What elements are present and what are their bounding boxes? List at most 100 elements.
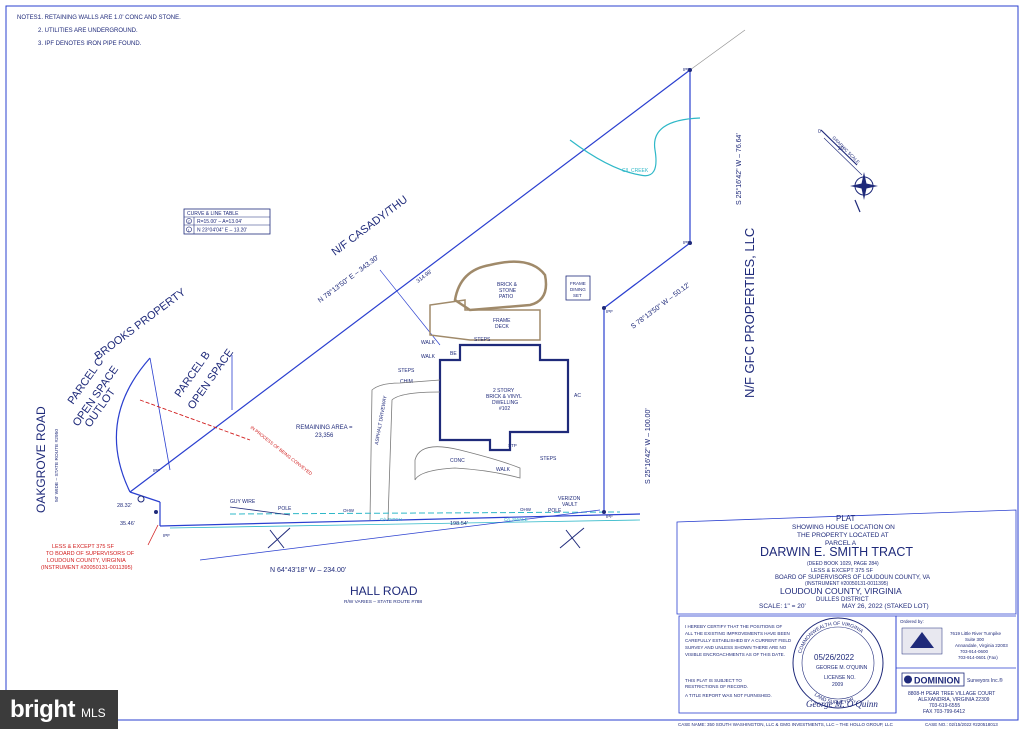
patio: BRICK & STONE PATIO [453,260,548,312]
parcel-red-note: IN PROCESS OF BEING CONVEYED [249,425,313,477]
seal-date: 05/26/2022 [814,653,855,662]
plat-label: THIS PLAT IS SUBJECT TO [685,678,742,683]
certification-block: I HEREBY CERTIFY THAT THE POSITIONS OF A… [678,615,1016,714]
plat-label: OHW [520,507,532,512]
plat-label: SET [573,293,582,298]
plat-label: SCALE: 1" = 20' [759,603,806,610]
gfc-label: N/F GFC PROPERTIES, LLC [742,228,757,398]
casady-label: N/F CASADY/THU [330,194,410,259]
plat-label: IPF [683,67,690,72]
plat-label: VAULT [562,502,577,508]
watermark-brand: bright [10,695,75,723]
plat-label: (INSTRUMENT #20050131-0011395) [41,565,133,571]
plat-label: ALL THE EXISTING IMPROVEMENTS HAVE BEEN [685,631,790,636]
plat-label: 2 STORY [493,388,515,394]
plat-label: RESTRICTIONS OF RECORD. [685,684,748,689]
plat-label: WALK [421,340,436,346]
plat-label: FAX 703-799-6412 [923,709,965,715]
plat-label: Suite 300 [965,637,985,642]
plat-label: STEPS [474,337,491,343]
plat-label: STP [508,443,517,448]
plat-label: DINING [570,287,586,292]
company-name: DOMINION [914,676,960,686]
tract-name: DARWIN E. SMITH TRACT [760,545,913,559]
plat-label: 703-914-0601 (Fax) [958,655,998,660]
bearing-north-sub: 314.98' [416,269,434,285]
plat-label: BRICK & [497,282,518,288]
bearing-east-low: S 25°16'42" W – 100.00' [644,408,652,484]
plat-label: ALEXANDRIA, VIRGINIA 22309 [918,697,990,703]
plat-label: DECK [495,324,510,330]
plat-label: LESS & EXCEPT 375 SF [52,544,115,550]
plat-label: LOUDOUN COUNTY, VIRGINIA [780,586,902,596]
plat-label: 198.54' [450,521,468,527]
plat-label: THE PROPERTY LOCATED AT [797,532,889,539]
plat-label: LESS & EXCEPT 375 SF [811,568,874,574]
curve-table-title: CURVE & LINE TABLE [187,211,239,217]
plat-label: BE [450,351,457,357]
plat-label: 28.32' [117,503,132,509]
creek-label: C/L CREEK [622,168,649,174]
plat-label: Surveyors Inc.® [967,677,1003,684]
walk-label: WALK [496,467,511,473]
property-lines [115,29,746,527]
line-row: N 23°04'04" E – 13.20' [197,228,247,234]
remaining-area-label: REMAINING AREA = [296,425,353,431]
bearing-south: N 64°43'18" W – 234.00' [270,566,346,574]
plat-label: SURVEY AND UNLESS SHOWN THERE ARE NO [685,645,787,650]
plat-label: 7619 Little River Turnpike [950,631,1002,636]
plat-label: DULLES DISTRICT [816,597,869,603]
case-name: CASE NAME: 350 SOUTH WASHINGTON, LLC & G… [678,722,894,727]
plat-label: 2009 [832,682,843,688]
house-footprint: 2 STORY BRICK & VINYL DWELLING #102 WALK… [398,337,581,462]
plat-label: TO BOARD OF SUPERVISORS OF [46,551,135,557]
note-1: 1. RETAINING WALLS ARE 1.0' CONC AND STO… [38,15,181,21]
notes-block: NOTES: 1. RETAINING WALLS ARE 1.0' CONC … [17,15,181,47]
plat-label: Ordered by: [900,619,924,624]
creek-line [569,117,701,177]
dining-set: FRAME DINING SET [565,275,591,301]
frame-deck: FRAME DECK [429,299,541,341]
plat-title: PLAT [836,514,856,523]
plat-label: L [188,227,191,232]
note-3: 3. IPF DENOTES IRON PIPE FOUND. [38,41,142,47]
plat-label: OHW [343,508,355,513]
brightmls-watermark: bright MLS [0,690,118,729]
plat-label: IPF [683,240,690,245]
plat-label: IPF [153,468,160,473]
plat-label: A TITLE REPORT WAS NOT FURNISHED. [685,693,772,698]
iron-pipes: IPF IPF IPF IPF IPF IPF [137,67,692,538]
bearing-east-top: S 25°16'42" W – 76.64' [735,133,743,205]
sheet-border [5,5,1019,721]
plat-label: MAY 26, 2022 (STAKED LOT) [842,603,929,610]
driveway [369,379,521,521]
plat-label: C [188,219,191,224]
plat-label: COMMONWEALTH OF VIRGINIA [797,621,864,654]
note-2: 2. UTILITIES ARE UNDERGROUND. [38,28,138,34]
plat-label: 703-619-6555 [929,703,960,709]
plat-label: STONE [499,288,517,294]
plat-label: IPF [163,533,170,538]
plat-label: POLE [548,508,562,514]
plat-label: STEPS [540,456,557,462]
plat-label: Annandale, Virginia 22003 [955,643,1008,648]
surveyor-seal: COMMONWEALTH OF VIRGINIA LAND SURVEYOR 0… [792,617,884,709]
plat-label: GUY WIRE [230,499,256,505]
plat-label: VISIBLE ENCROACHMENTS AS OF THIS DATE. [685,652,785,657]
oakgrove-road: OAKGROVE ROAD [34,406,48,513]
plat-label: VERIZON [558,496,581,502]
less-except-red: LESS & EXCEPT 375 SF TO BOARD OF SUPERVI… [41,524,159,571]
plat-label: LICENSE NO. [824,675,856,681]
north-arrow-icon [850,172,878,213]
plat-label: 8808-H PEAR TREE VILLAGE COURT [908,691,995,697]
plat-label: #102 [499,406,510,412]
case-no: CASE NO.: 02/15/2022 #220518013 [925,722,998,727]
company-block: Ordered by: 7619 Little River Turnpike S… [895,616,1016,715]
plat-label: FRAME [570,281,586,286]
plat-label: 20 [838,146,844,152]
plat-label: PARCEL A [825,540,857,547]
plat-label: I HEREBY CERTIFY THAT THE POSITIONS OF [685,624,782,629]
title-block: PLAT SHOWING HOUSE LOCATION ON THE PROPE… [676,509,1017,615]
plat-label: WALK [421,354,436,360]
